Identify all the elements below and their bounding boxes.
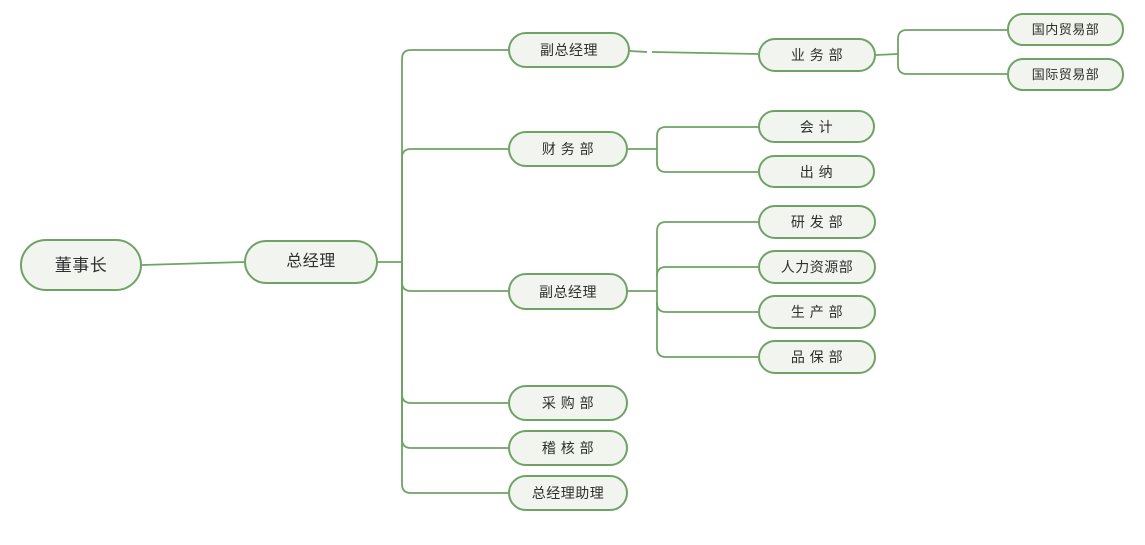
org-node-deputy-gm-2[interactable]: 副总经理 [508,273,628,310]
org-node-deputy-gm-1-label: 副总经理 [540,42,598,58]
edge-deputy2-outer [656,221,758,358]
org-node-international-trade-dept-label: 国际贸易部 [1031,67,1100,82]
edge-deputy2-production [656,302,758,313]
org-node-chairman[interactable]: 董事长 [20,239,142,291]
org-node-gm-assistant[interactable]: 总经理助理 [508,475,628,511]
org-node-audit-dept[interactable]: 稽 核 部 [508,430,628,466]
org-node-domestic-trade-dept-label: 国内贸易部 [1031,22,1100,37]
org-node-hr-dept-label: 人力资源部 [780,259,854,275]
org-node-rd-dept[interactable]: 研 发 部 [758,205,876,239]
edge-gm-deputy2 [401,262,508,292]
org-node-international-trade-dept[interactable]: 国际贸易部 [1007,58,1124,91]
org-node-finance-dept-label: 财 务 部 [541,141,595,157]
org-node-gm-assistant-label: 总经理助理 [531,485,605,501]
org-node-cashier-label: 出 纳 [799,163,834,180]
org-node-business-dept-label: 业 务 部 [790,47,844,63]
org-node-purchasing-dept-label: 采 购 部 [541,395,595,411]
org-node-domestic-trade-dept[interactable]: 国内贸易部 [1007,13,1124,46]
org-node-production-dept[interactable]: 生 产 部 [758,295,876,329]
edge-deputy2-hr [656,266,758,277]
org-node-qa-dept[interactable]: 品 保 部 [758,340,876,374]
org-node-general-manager[interactable]: 总经理 [244,240,378,284]
org-node-production-dept-label: 生 产 部 [790,304,844,320]
org-node-purchasing-dept[interactable]: 采 购 部 [508,385,628,421]
org-node-chairman-label: 董事长 [54,255,108,275]
org-node-accounting-label: 会 计 [799,118,834,135]
org-node-general-manager-label: 总经理 [286,253,336,270]
edge-deputy1-business [629,50,759,55]
org-node-deputy-gm-2-label: 副总经理 [539,283,597,300]
edge-gm-deputy1 [401,49,508,262]
edge-finance-children [656,126,758,173]
edge-gm-assistant [401,262,508,494]
org-node-cashier[interactable]: 出 纳 [758,155,875,188]
org-node-finance-dept[interactable]: 财 务 部 [508,131,628,167]
edge-business-stub [875,53,899,56]
edge-gm-audit [401,262,508,449]
org-node-hr-dept[interactable]: 人力资源部 [758,250,876,284]
org-node-deputy-gm-1[interactable]: 副总经理 [508,32,630,68]
edge-gm-finance [401,148,508,262]
org-node-audit-dept-label: 稽 核 部 [541,440,595,456]
org-node-rd-dept-label: 研 发 部 [790,214,844,230]
edge-chairman-gm [141,261,245,266]
org-node-business-dept[interactable]: 业 务 部 [758,38,876,72]
org-node-accounting[interactable]: 会 计 [758,110,875,143]
edge-business-children [897,29,1007,75]
org-node-qa-dept-label: 品 保 部 [790,349,844,365]
edge-gm-purchasing [401,262,508,404]
